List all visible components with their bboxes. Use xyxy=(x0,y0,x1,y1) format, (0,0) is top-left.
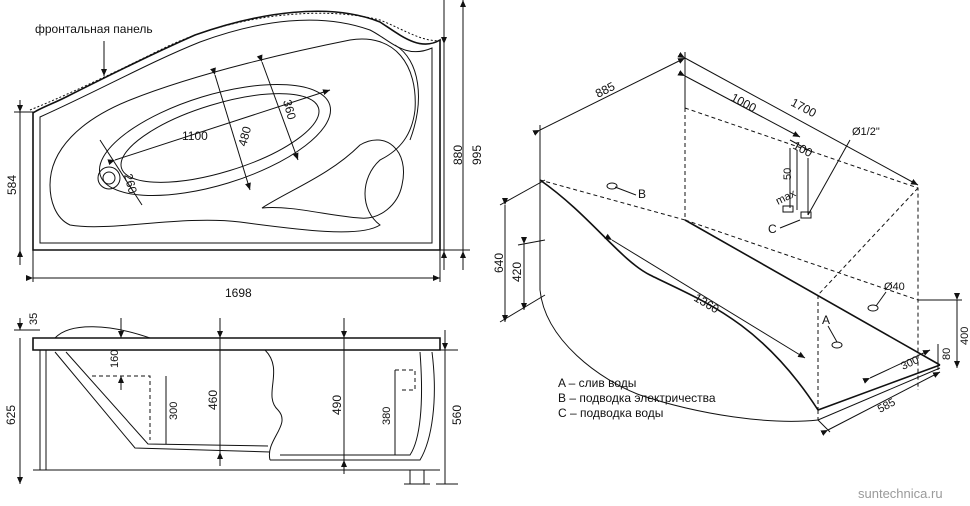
iso-hidden-edges xyxy=(684,107,919,390)
marker-b: B xyxy=(638,187,646,201)
dim-584: 584 xyxy=(5,175,19,195)
dim-line-1000 xyxy=(677,70,801,138)
dim-line-260 xyxy=(99,139,143,206)
dim-560: 560 xyxy=(450,405,464,425)
seat-area xyxy=(261,139,404,219)
dim-260: 260 xyxy=(121,172,140,195)
side-drain-pipe xyxy=(92,375,151,440)
dim-35: 35 xyxy=(28,313,40,325)
overflow-point xyxy=(867,304,879,312)
dim-40: Ø40 xyxy=(884,281,905,293)
dim-420: 420 xyxy=(510,262,524,282)
dim-1360: 1360 xyxy=(691,291,721,317)
dim-80: 80 xyxy=(941,348,953,360)
dim-pipe: Ø1/2" xyxy=(852,126,880,138)
side-overflow xyxy=(395,369,416,391)
tub-outer-rim xyxy=(32,10,441,251)
front-panel-label: фронтальная панель xyxy=(35,22,153,36)
dim-480: 480 xyxy=(235,124,254,147)
dim-line-480 xyxy=(210,67,251,191)
side-rim xyxy=(32,337,441,351)
dim-380: 380 xyxy=(381,407,393,425)
dim-360: 360 xyxy=(280,98,299,121)
watermark: suntechnica.ru xyxy=(858,486,943,501)
legend-item-c: C – подводка воды xyxy=(558,406,663,420)
side-hull-right xyxy=(270,351,435,461)
dim-line-885 xyxy=(532,57,686,136)
dim-max: max xyxy=(774,187,798,207)
front-panel-curve xyxy=(29,12,445,111)
drain-outer xyxy=(97,166,121,190)
marker-a-point xyxy=(831,341,843,349)
dim-400: 400 xyxy=(959,327,970,345)
dim-line-585 xyxy=(820,371,941,436)
basin-outline xyxy=(49,38,416,233)
dim-1698: 1698 xyxy=(225,286,252,300)
marker-b-point xyxy=(606,182,618,190)
dim-line-1360 xyxy=(604,233,806,359)
dim-460: 460 xyxy=(206,390,220,410)
marker-c: C xyxy=(768,222,777,236)
tub-inner-rim xyxy=(39,19,433,244)
dim-585: 585 xyxy=(876,396,898,415)
dim-1100: 1100 xyxy=(182,129,208,143)
dim-885: 885 xyxy=(593,79,617,101)
dim-50: 50 xyxy=(782,168,794,180)
dim-625: 625 xyxy=(4,405,18,425)
top-view: фронтальная панель 1100 480 360 260 xyxy=(5,0,484,300)
dim-995: 995 xyxy=(470,145,484,165)
dim-100: 100 xyxy=(791,138,816,160)
lounge-outer xyxy=(98,83,332,197)
dim-line-360 xyxy=(256,54,299,161)
dim-1000: 1000 xyxy=(729,90,759,115)
marker-a: A xyxy=(822,313,830,327)
dim-line-1700 xyxy=(677,52,919,186)
iso-view: 885 1700 1000 100 max 50 Ø1/2" C B A Ø40 xyxy=(492,52,970,436)
side-view: 35 625 160 300 460 490 380 560 xyxy=(4,313,464,485)
legend-item-a: A – слив воды xyxy=(558,376,636,390)
dim-300-side: 300 xyxy=(168,402,180,420)
side-foot xyxy=(409,469,425,485)
side-headrest xyxy=(54,326,151,339)
dim-640: 640 xyxy=(492,253,506,273)
dim-880: 880 xyxy=(451,145,465,165)
drain-inner xyxy=(102,171,116,185)
legend: A – слив воды B – подводка электричества… xyxy=(558,376,716,420)
headrest-curve xyxy=(394,44,419,141)
pipe-c-fitting xyxy=(782,205,794,213)
side-break-line xyxy=(264,349,283,461)
dim-160: 160 xyxy=(109,350,121,368)
iso-bottom-curve xyxy=(539,289,941,422)
side-hull-left xyxy=(54,351,271,453)
legend-item-b: B – подводка электричества xyxy=(558,391,716,405)
dim-490: 490 xyxy=(330,395,344,415)
